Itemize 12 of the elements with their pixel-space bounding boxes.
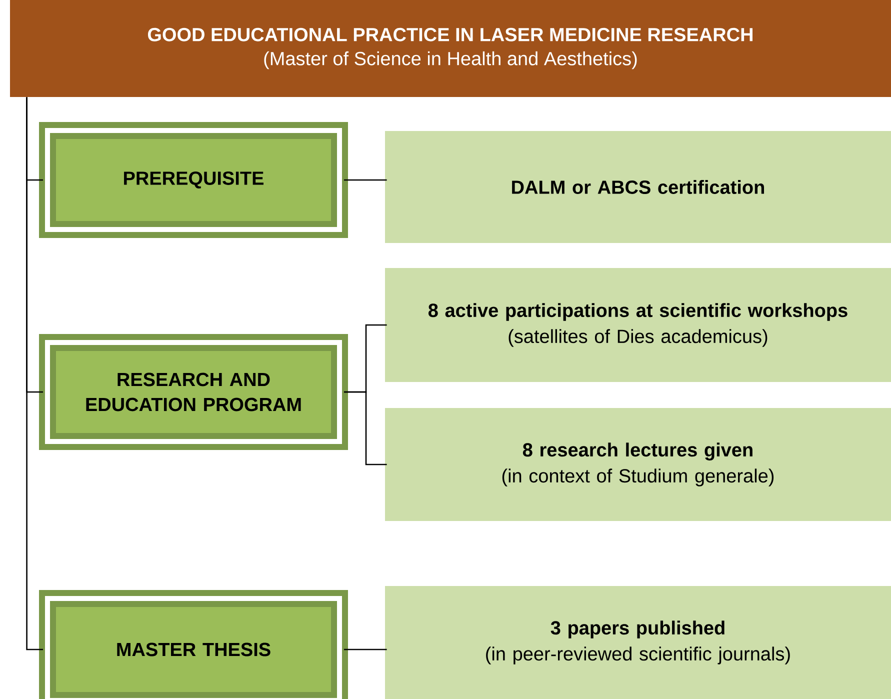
result-panel: 8 research lectures given (in context of Studium generale): [385, 408, 891, 521]
connector-line: [344, 391, 387, 466]
result-panel: 8 active participations at scientific workshops (satellites of Dies academicus): [385, 268, 891, 382]
connector-line: [26, 97, 43, 650]
stage-box: PREREQUISITE: [39, 122, 348, 238]
result-panel: 3 papers published (in peer-reviewed scientific journals): [385, 586, 891, 699]
stage-box: MASTER THESIS: [39, 590, 348, 699]
connector-line: [344, 179, 387, 181]
stage-box: RESEARCH AND EDUCATION PROGRAM: [39, 334, 348, 450]
connector-line: [344, 648, 387, 650]
result-panel: DALM or ABCS certification: [385, 131, 891, 243]
title-banner: GOOD EDUCATIONAL PRACTICE IN LASER MEDICINE RESEARCH (Master of Science in Health and Aesthetics): [10, 0, 891, 97]
